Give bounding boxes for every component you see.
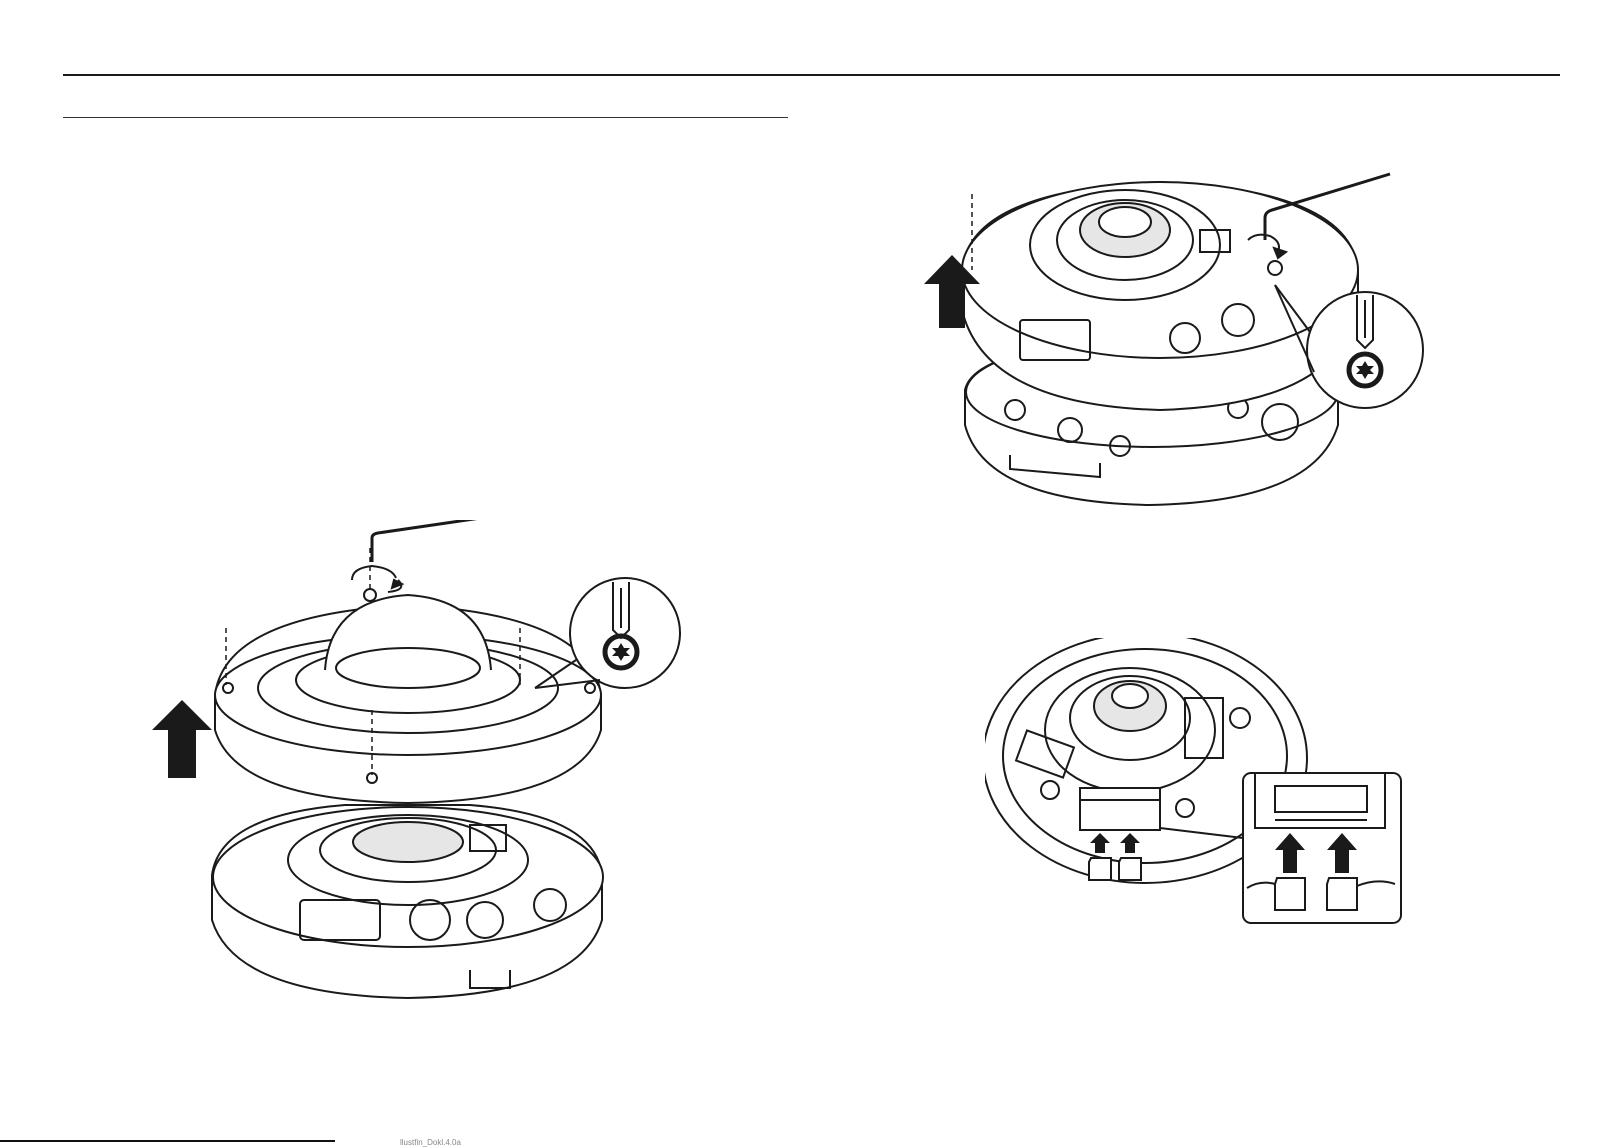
camera-cover-removal-illustration (140, 520, 700, 1040)
micro-sd-insert-illustration (985, 638, 1405, 948)
up-arrow-icon (152, 700, 212, 778)
footer-rule (0, 1140, 335, 1142)
camera-module-lift-illustration (920, 160, 1480, 525)
header-rule (63, 74, 1560, 76)
section-rule (63, 117, 788, 118)
module-lift-figure (920, 160, 1480, 525)
footer-text: llustfin_Dokl.4.0a (400, 1138, 461, 1147)
cover-removal-figure (140, 520, 700, 1040)
sd-insert-figure (985, 638, 1405, 948)
